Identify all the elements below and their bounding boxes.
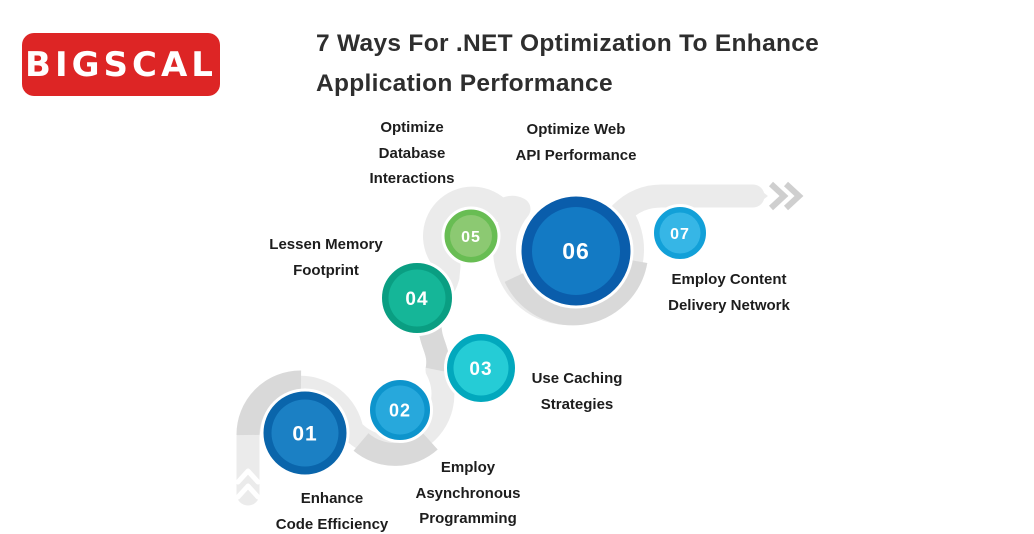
step-number-06: 06	[562, 238, 590, 264]
step-label-02: Employ Asynchronous Programming	[415, 459, 521, 527]
page-title: 7 Ways For .NET Optimization To Enhance …	[316, 24, 819, 104]
step-number-07: 07	[670, 226, 690, 243]
step-number-04: 04	[405, 289, 428, 310]
ribbon-dark-segment-1	[236, 370, 302, 436]
bigscal-logo: BIGSCAL	[22, 33, 220, 96]
step-number-01: 01	[292, 423, 317, 446]
step-label-03: Use Caching Strategies	[531, 370, 623, 413]
ribbon-end-tip	[753, 184, 768, 208]
end-arrows-icon	[768, 181, 804, 211]
page-title-line1: 7 Ways For .NET Optimization To Enhance	[316, 30, 820, 57]
page-title-line2: Application Performance	[316, 70, 613, 97]
bigscal-logo-text: BIGSCAL	[25, 44, 217, 85]
step-number-03: 03	[469, 359, 492, 380]
step-label-05: Optimize Database Interactions	[369, 119, 455, 187]
start-chevrons-icon	[235, 468, 261, 500]
step-label-07: Employ Content Delivery Network	[668, 271, 790, 314]
step-circle-06: 06	[518, 193, 634, 309]
ribbon-dark-segment-4	[504, 258, 648, 326]
ribbon-dark-segment-2	[353, 432, 438, 466]
step-number-02: 02	[389, 401, 411, 421]
step-number-05: 05	[461, 229, 481, 246]
step-label-01: Enhance Code Efficiency	[275, 490, 389, 533]
step-circle-04: 04	[379, 260, 455, 336]
step-label-06: Optimize Web API Performance	[515, 121, 637, 164]
step-circle-05: 05	[441, 206, 501, 266]
step-circle-01: 01	[260, 388, 350, 478]
step-circle-07: 07	[651, 204, 709, 262]
step-circle-03: 03	[444, 331, 518, 405]
step-circle-02: 02	[367, 377, 433, 443]
step-label-04: Lessen Memory Footprint	[269, 236, 383, 279]
